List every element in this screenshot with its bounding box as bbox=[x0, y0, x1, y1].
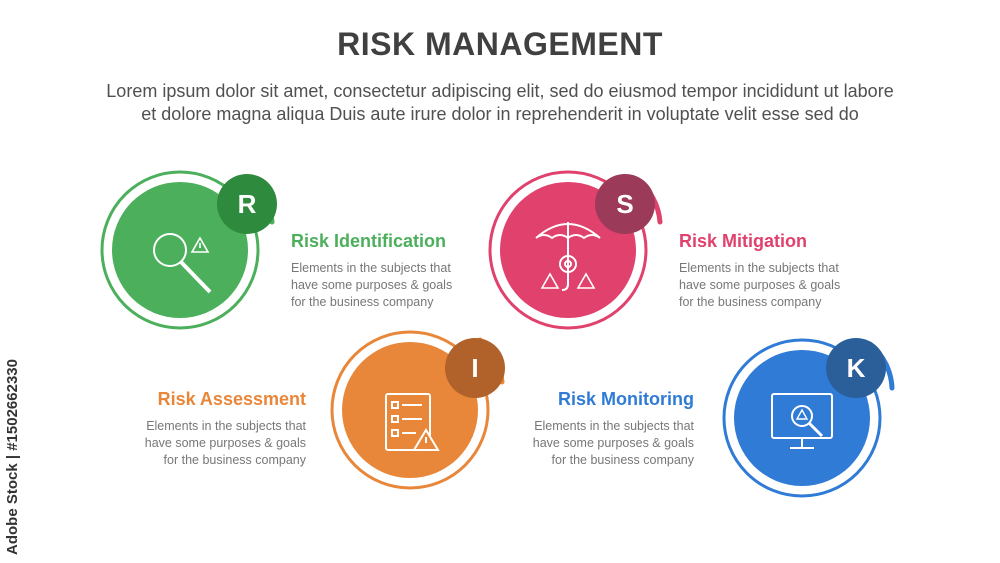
item-text-line: for the business company bbox=[163, 453, 306, 467]
page-title: RISK MANAGEMENT bbox=[337, 26, 663, 62]
item-text-risk-monitoring: Elements in the subjects that have some … bbox=[504, 418, 694, 469]
step-circle-r: R bbox=[100, 170, 300, 372]
item-title-risk-assessment: Risk Assessment bbox=[157, 389, 306, 409]
page-subtitle: Lorem ipsum dolor sit amet, consectetur … bbox=[40, 80, 960, 126]
step-letter-i: I bbox=[445, 338, 505, 398]
step-letter-s: S bbox=[595, 174, 655, 234]
item-text-risk-assessment: Elements in the subjects that have some … bbox=[116, 418, 306, 469]
step-circle-r-graphic bbox=[100, 170, 275, 330]
subtitle-line-2: et dolore magna aliqua Duis aute irure d… bbox=[141, 104, 859, 124]
item-text-line: have some purposes & goals bbox=[532, 436, 694, 450]
item-text-line: Elements in the subjects that bbox=[534, 419, 694, 433]
item-text-line: Elements in the subjects that bbox=[146, 419, 306, 433]
step-circle-k-graphic bbox=[722, 338, 895, 498]
step-circle-k: K bbox=[722, 330, 922, 530]
item-text-line: have some purposes & goals bbox=[291, 278, 453, 292]
magnifier-warning-icon bbox=[153, 233, 212, 294]
item-text-line: have some purposes & goals bbox=[144, 436, 306, 450]
step-letter-r: R bbox=[217, 174, 277, 234]
item-text-risk-mitigation: Elements in the subjects that have some … bbox=[679, 260, 869, 311]
item-text-risk-identification: Elements in the subjects that have some … bbox=[291, 260, 481, 311]
item-title-risk-identification: Risk Identification bbox=[291, 231, 447, 251]
item-text-line: have some purposes & goals bbox=[679, 278, 841, 292]
step-circle-i: I bbox=[330, 330, 530, 530]
item-text-line: for the business company bbox=[679, 295, 822, 309]
item-text-line: for the business company bbox=[291, 295, 434, 309]
subtitle-line-1: Lorem ipsum dolor sit amet, consectetur … bbox=[106, 81, 894, 101]
umbrella-gear-icon bbox=[535, 222, 601, 291]
stock-watermark: Adobe Stock | #1502662330 bbox=[4, 359, 21, 555]
step-circle-s: S bbox=[488, 170, 688, 372]
item-text-line: Elements in the subjects that bbox=[291, 261, 451, 275]
step-circle-i-graphic bbox=[330, 330, 505, 490]
monitor-search-icon bbox=[771, 393, 833, 449]
item-text-line: for the business company bbox=[551, 453, 694, 467]
step-letter-k: K bbox=[826, 338, 886, 398]
checklist-warning-icon bbox=[385, 393, 440, 451]
item-title-risk-mitigation: Risk Mitigation bbox=[679, 231, 808, 251]
item-text-line: Elements in the subjects that bbox=[679, 261, 839, 275]
item-title-risk-monitoring: Risk Monitoring bbox=[558, 389, 694, 409]
